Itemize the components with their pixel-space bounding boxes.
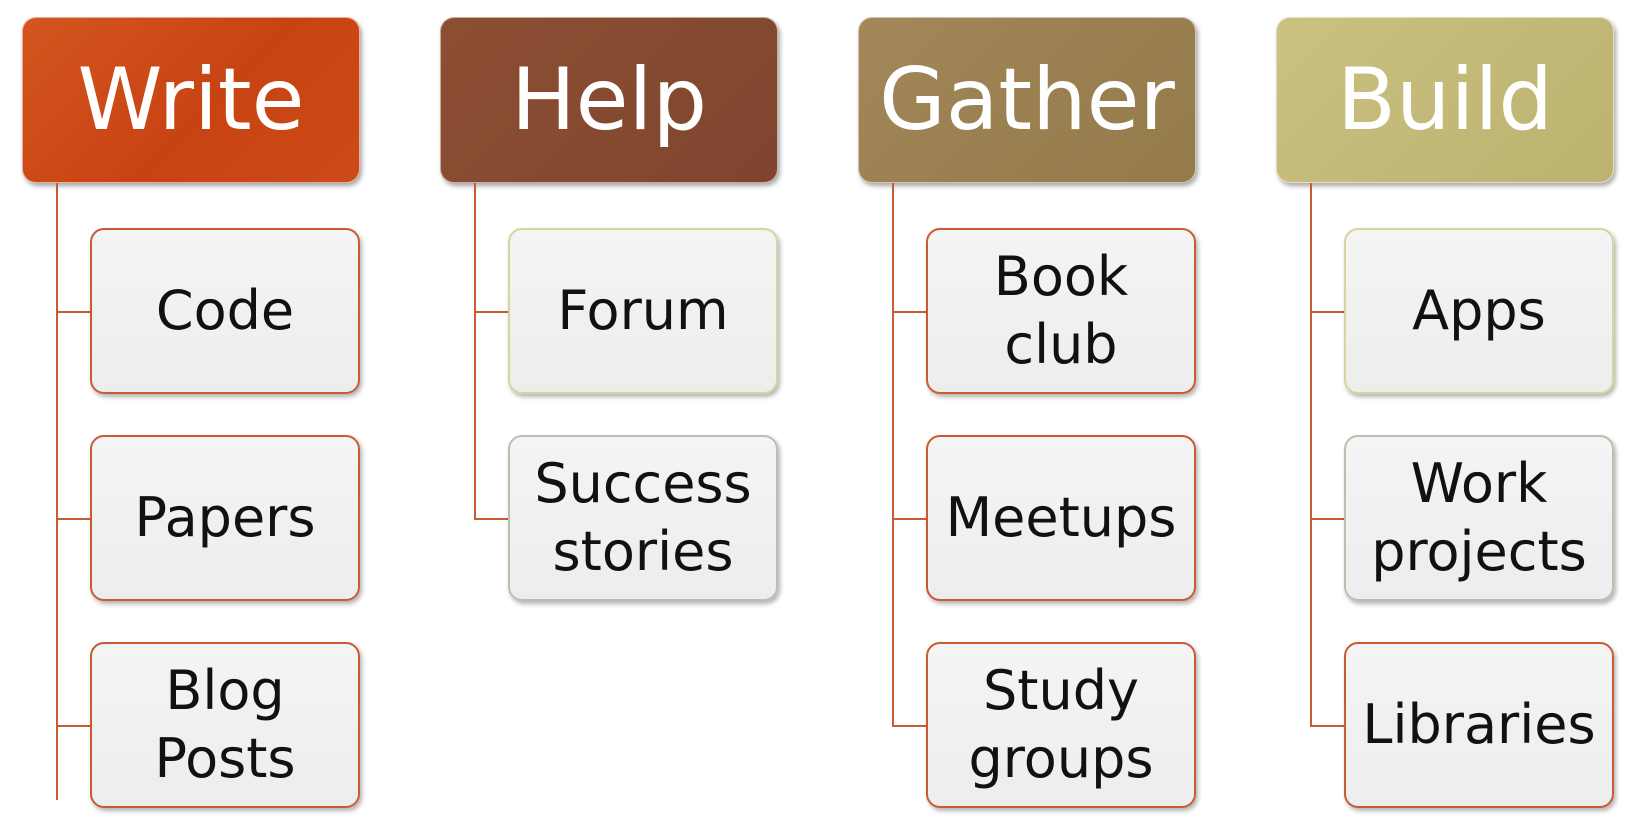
group-header-build: Build	[1276, 17, 1614, 183]
connector-branch	[892, 725, 926, 727]
connector-branch	[56, 311, 90, 313]
connector-branch	[892, 311, 926, 313]
group-header-write: Write	[22, 17, 360, 183]
connector-line	[474, 183, 476, 519]
item-success-stories: Success stories	[508, 435, 778, 601]
item-forum: Forum	[508, 228, 778, 394]
connector-branch	[474, 518, 508, 520]
group-header-help: Help	[440, 17, 778, 183]
item-code: Code	[90, 228, 360, 394]
connector-line	[892, 183, 894, 726]
item-papers: Papers	[90, 435, 360, 601]
connector-branch	[56, 725, 90, 727]
item-book-club: Book club	[926, 228, 1196, 394]
item-apps: Apps	[1344, 228, 1614, 394]
connector-branch	[1310, 311, 1344, 313]
item-work-projects: Work projects	[1344, 435, 1614, 601]
connector-branch	[474, 311, 508, 313]
connector-branch	[892, 518, 926, 520]
item-study-groups: Study groups	[926, 642, 1196, 808]
group-help: Help Forum Success stories	[440, 0, 780, 829]
group-gather: Gather Book club Meetups Study groups	[858, 0, 1198, 829]
group-header-gather: Gather	[858, 17, 1196, 183]
connector-branch	[1310, 518, 1344, 520]
item-meetups: Meetups	[926, 435, 1196, 601]
connector-branch	[1310, 725, 1344, 727]
connector-branch	[56, 518, 90, 520]
item-blog-posts: Blog Posts	[90, 642, 360, 808]
connector-line	[56, 183, 58, 800]
connector-line	[1310, 183, 1312, 726]
group-build: Build Apps Work projects Libraries	[1276, 0, 1616, 829]
group-write: Write Code Papers Blog Posts	[22, 0, 362, 829]
item-libraries: Libraries	[1344, 642, 1614, 808]
